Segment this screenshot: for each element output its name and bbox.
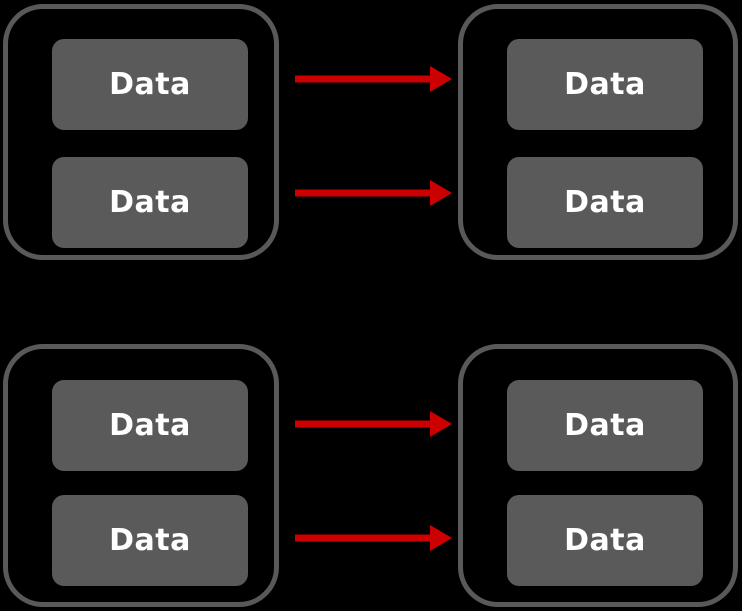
box-bottom-left-2[interactable]: Data: [52, 495, 248, 586]
box-bottom-right-2[interactable]: Data: [507, 495, 703, 586]
data-box-label: Data: [109, 184, 191, 220]
arrow-head: [430, 66, 452, 92]
box-bottom-right-1[interactable]: Data: [507, 380, 703, 471]
data-box-label: Data: [564, 522, 646, 558]
arrow-head: [430, 525, 452, 551]
box-top-right-1[interactable]: Data: [507, 39, 703, 130]
data-box-label: Data: [109, 66, 191, 102]
arrow-top-2: [291, 176, 456, 210]
arrow-top-1: [291, 62, 456, 96]
arrow-bottom-2: [291, 521, 456, 555]
data-box-label: Data: [564, 66, 646, 102]
data-box-label: Data: [564, 407, 646, 443]
box-bottom-left-1[interactable]: Data: [52, 380, 248, 471]
data-box-label: Data: [109, 407, 191, 443]
box-top-right-2[interactable]: Data: [507, 157, 703, 248]
box-top-left-2[interactable]: Data: [52, 157, 248, 248]
data-box-label: Data: [109, 522, 191, 558]
arrow-bottom-1: [291, 407, 456, 441]
box-top-left-1[interactable]: Data: [52, 39, 248, 130]
arrow-head: [430, 180, 452, 206]
arrow-head: [430, 411, 452, 437]
data-box-label: Data: [564, 184, 646, 220]
